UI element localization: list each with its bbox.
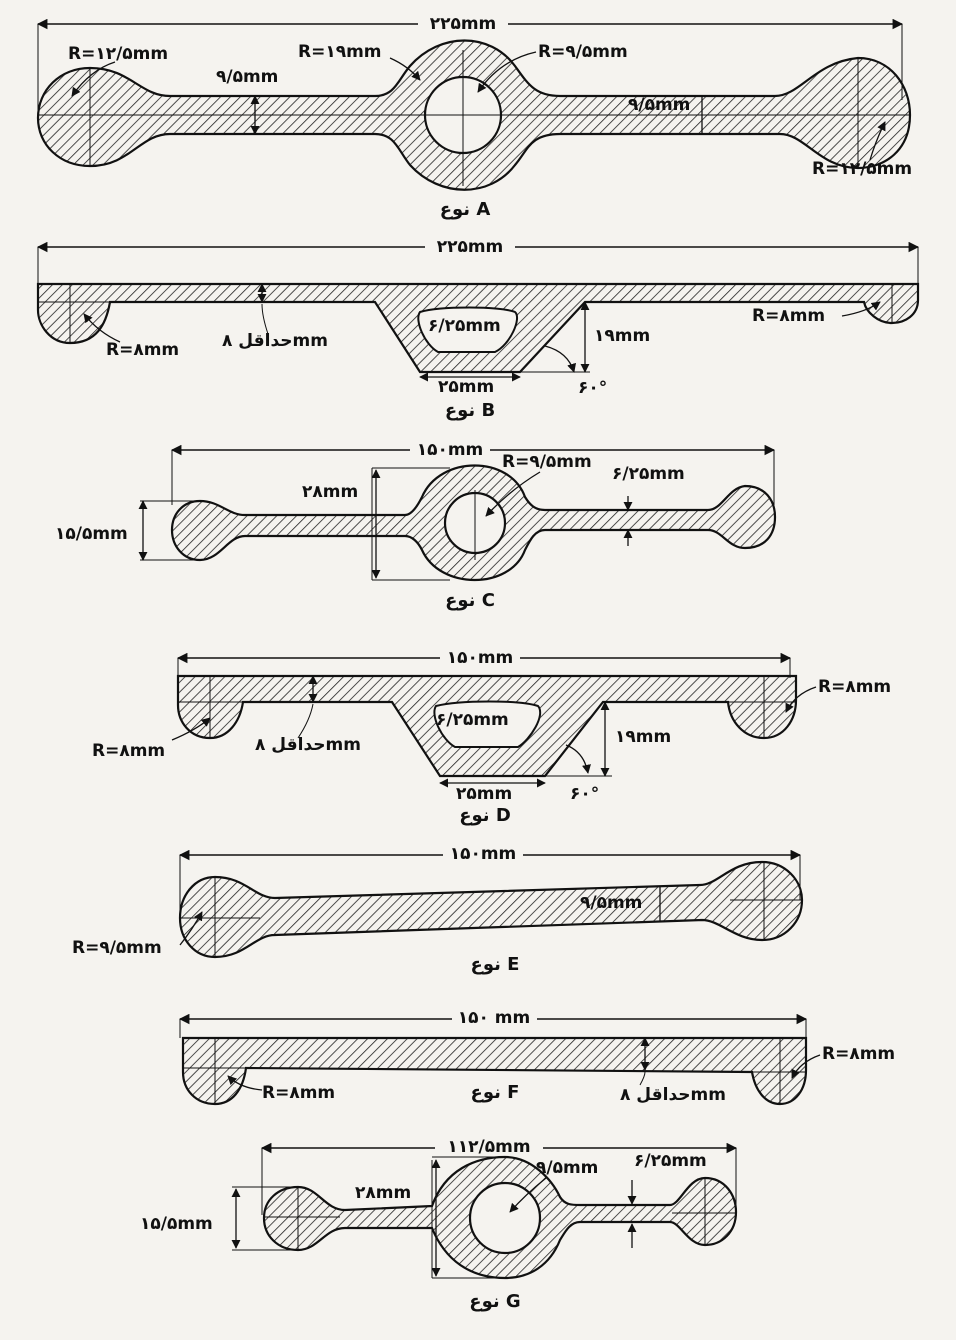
- length-label: ۲۲۵mm: [430, 14, 497, 34]
- radius-left-label: R=۸mm: [262, 1083, 335, 1103]
- end-height-label: ۱۵/۵mm: [55, 524, 128, 544]
- radius-right-label: R=۸mm: [752, 306, 825, 326]
- caption-a: نوع A: [440, 199, 491, 220]
- bar-profile-e: [178, 860, 804, 959]
- radius-left-label: R=۱۲/۵mm: [68, 44, 168, 64]
- height-label: ۱۹mm: [615, 727, 671, 747]
- radius-left-label: R=۸mm: [92, 741, 165, 761]
- bottom-width-label: ۲۵mm: [438, 377, 494, 397]
- angle-label: ۶۰°: [578, 378, 607, 398]
- radius-right-label: R=۱۲/۵mm: [812, 159, 912, 179]
- bottom-width-label: ۲۵mm: [456, 784, 512, 804]
- radius-center-label: R=۱۹mm: [298, 42, 382, 62]
- core-radius-label: ۶/۲۵mm: [436, 710, 509, 730]
- diagram-f: ۱۵۰ mm R=۸mm R=۸mm حداقل ۸mm نوع F: [178, 1008, 895, 1106]
- diagram-e: ۱۵۰mm ۹/۵mm R=۹/۵mm نوع E: [72, 844, 804, 975]
- boss-height-label: ۲۸mm: [302, 482, 358, 502]
- caption-e: نوع E: [471, 954, 520, 975]
- length-label: ۱۵۰mm: [450, 844, 517, 864]
- diagram-c: ۱۵۰mm R=۹/۵mm ۶/۲۵mm ۲۸mm ۱۵/۵mm نوع C: [55, 440, 777, 611]
- web-thickness-label: ۶/۲۵mm: [634, 1151, 707, 1171]
- web-thickness-label: ۹/۵mm: [580, 893, 642, 913]
- caption-d: نوع D: [459, 805, 511, 826]
- diagram-g: ۱۱۲/۵mm ۶/۲۵mm ۹/۵mm ۲۸mm ۱۵/۵mm نوع G: [140, 1137, 738, 1312]
- angle-label: ۶۰°: [570, 784, 599, 804]
- length-label: ۱۵۰ mm: [458, 1008, 530, 1028]
- radius-right-label: R=۸mm: [818, 677, 891, 697]
- length-label: ۱۵۰mm: [447, 648, 514, 668]
- min-thickness-label: حداقل ۸mm: [222, 331, 328, 351]
- height-label: ۱۹mm: [594, 326, 650, 346]
- hole-radius-label: R=۹/۵mm: [502, 452, 592, 472]
- radius-hole-label: R=۹/۵mm: [538, 42, 628, 62]
- diagram-b: ۲۲۵mm R=۸mm حداقل ۸mm ۶/۲۵mm ۱۹mm R=۸mm …: [36, 236, 920, 421]
- core-void: [433, 700, 541, 748]
- min-thickness-label: حداقل ۸mm: [620, 1085, 726, 1105]
- boss-height-label: ۲۸mm: [355, 1183, 411, 1203]
- caption-g: نوع G: [469, 1291, 520, 1312]
- diagram-a: ۲۲۵mm R=۱۲/۵mm ۹/۵mm R=۱۹mm R=۹/۵mm ۹/۵m…: [36, 12, 912, 220]
- caption-c: نوع C: [445, 590, 495, 611]
- core-void: [417, 306, 518, 353]
- end-radius-label: R=۹/۵mm: [72, 938, 162, 958]
- hole: [468, 1181, 542, 1255]
- length-label: ۲۲۵mm: [437, 237, 504, 257]
- length-label: ۱۱۲/۵mm: [447, 1137, 530, 1157]
- hole-radius-label: ۹/۵mm: [536, 1158, 598, 1178]
- web-thickness-label: ۶/۲۵mm: [612, 464, 685, 484]
- radius-right-label: R=۸mm: [822, 1044, 895, 1064]
- caption-f: نوع F: [471, 1082, 520, 1103]
- min-thickness-label: حداقل ۸mm: [255, 735, 361, 755]
- diagram-d: ۱۵۰mm R=۸mm ۶/۲۵mm ۱۹mm R=۸mm حداقل ۸mm …: [92, 647, 891, 826]
- length-label: ۱۵۰mm: [417, 440, 484, 460]
- core-radius-label: ۶/۲۵mm: [428, 316, 501, 336]
- web-left-label: ۹/۵mm: [216, 67, 278, 87]
- caption-b: نوع B: [445, 400, 495, 421]
- radius-left-label: R=۸mm: [106, 340, 179, 360]
- web-right-label: ۹/۵mm: [628, 95, 690, 115]
- end-height-label: ۱۵/۵mm: [140, 1214, 213, 1234]
